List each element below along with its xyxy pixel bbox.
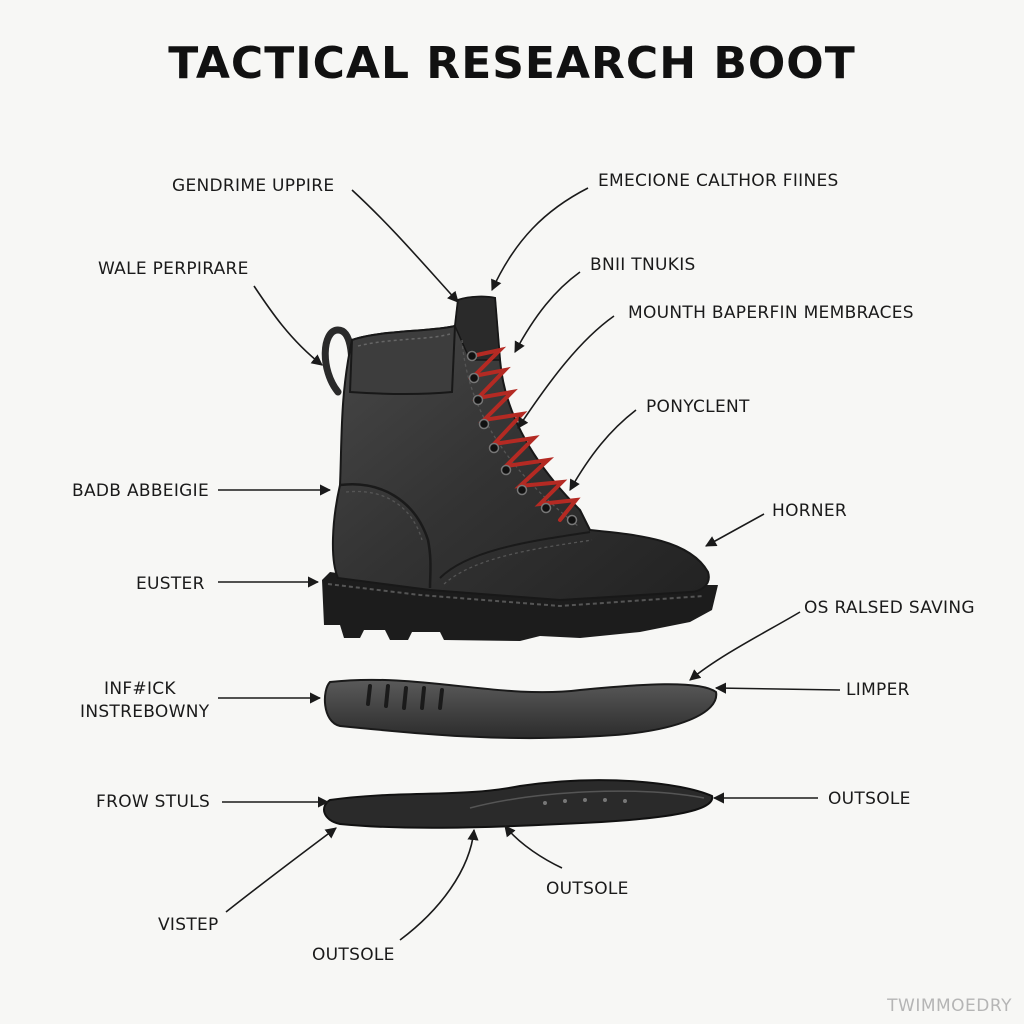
leader-ponyclent <box>569 409 637 491</box>
boot-collar <box>348 324 457 395</box>
leader-mounth-baperfin <box>517 315 615 429</box>
label-mounth-baperfin-membraces: MOUNTH BAPERFIN MEMBRACES <box>628 303 914 323</box>
label-badb-abbeigie: BADB ABBEIGIE <box>72 481 209 501</box>
boot-tongue <box>454 295 501 361</box>
boot-eyelets <box>466 350 578 526</box>
leader-os-ralsed-saving <box>689 611 801 681</box>
boot-illustration <box>321 295 718 641</box>
leader-gendrime-uppire <box>351 189 459 303</box>
label-ponyclent: PONYCLENT <box>646 397 750 417</box>
label-gendrime-uppire: GENDRIME UPPIRE <box>172 176 335 196</box>
label-outsole-middle: OUTSOLE <box>546 879 629 899</box>
label-outsole-bottom: OUTSOLE <box>312 945 395 965</box>
leader-emecione-calthor <box>491 187 589 292</box>
outsole-illustration <box>323 779 714 829</box>
label-bnii-tnukis: BNII TNUKIS <box>590 255 696 275</box>
label-euster: EUSTER <box>136 574 205 594</box>
insole-illustration <box>323 678 718 740</box>
leader-limper <box>714 682 841 694</box>
label-vistep: VISTEP <box>158 915 219 935</box>
watermark: TWIMMOEDRY <box>887 996 1012 1016</box>
leader-lines <box>218 187 841 941</box>
label-emecione-calthor-fines: EMECIONE CALTHOR FIINES <box>598 171 839 191</box>
label-infrick-line2: INSTREBOWNY <box>80 702 210 722</box>
leader-horner <box>705 513 765 547</box>
label-wale-perpirare: WALE PERPIRARE <box>98 259 249 279</box>
label-horner: HORNER <box>772 501 848 521</box>
label-frow-stuls: FROW STULS <box>96 792 211 812</box>
label-infrick-line1: INF#ICK <box>104 679 176 699</box>
leader-bnii-tnukis <box>514 271 581 353</box>
diagram-title: TACTICAL RESEARCH BOOT <box>168 38 856 89</box>
label-outsole-right: OUTSOLE <box>828 789 911 809</box>
label-limper: LIMPER <box>846 680 910 700</box>
leader-vistep <box>225 827 337 913</box>
leader-outsole-middle <box>504 825 563 869</box>
label-os-ralsed-saving: OS RALSED SAVING <box>804 598 975 618</box>
leader-outsole-bottom <box>399 828 479 941</box>
leader-wale-perpirare <box>253 285 323 366</box>
